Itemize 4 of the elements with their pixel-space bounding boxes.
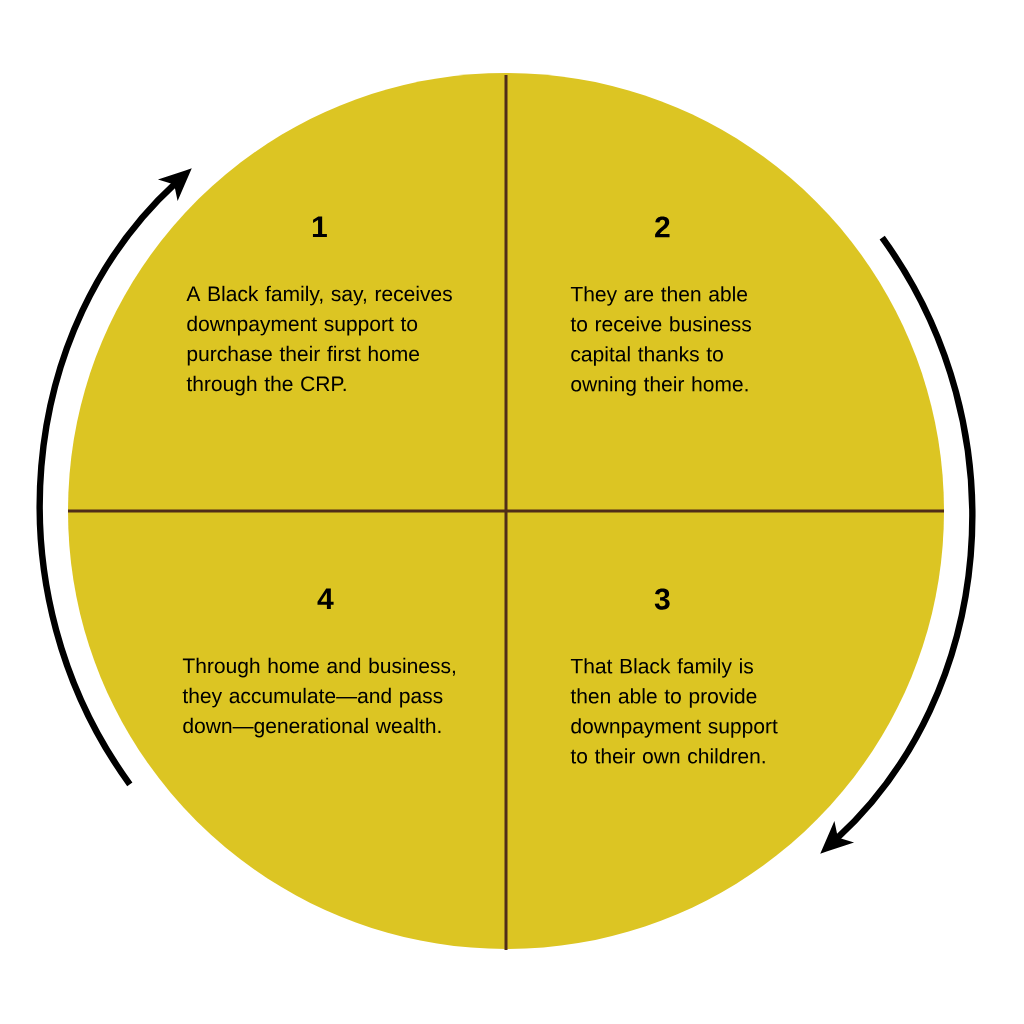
quadrant: 4 Through home and business, they accumulate—and pass down—generational wealth. — [68, 511, 506, 949]
quadrant: 3 That Black family is then able to provide downpayment support to their own children. — [506, 511, 944, 949]
quadrant: 2 They are then able to receive business capital thanks to owning their home. — [506, 73, 944, 511]
quadrant: 1 A Black family, say, receives downpayment support to purchase their first home through the CRP. — [68, 73, 506, 511]
